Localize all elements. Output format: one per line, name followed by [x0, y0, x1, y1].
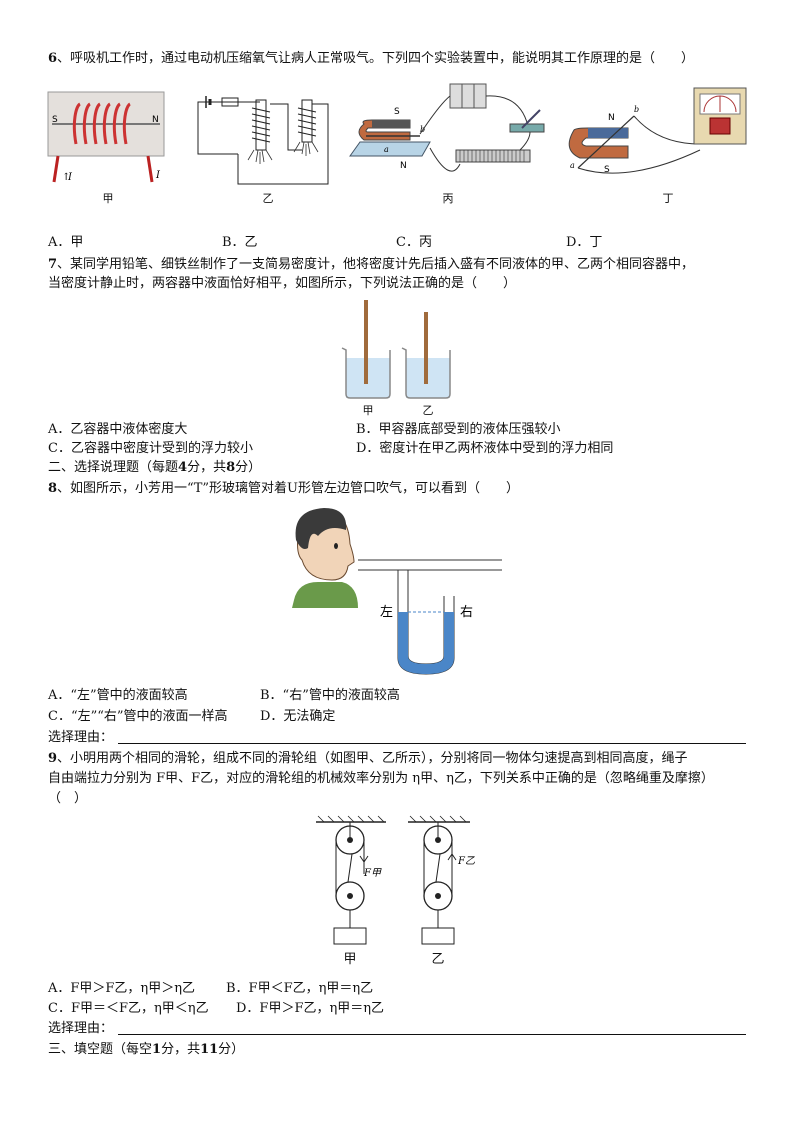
q8-left-label: 左 — [380, 605, 393, 620]
q6-option-c: C．丙 — [396, 235, 432, 250]
q8-reason-field[interactable] — [118, 743, 746, 744]
q6-caption-yi: 乙 — [262, 192, 274, 205]
q9-option-a: A．F甲＞F乙，η甲＞η乙 — [48, 981, 196, 996]
q7-stem-line2: 当密度计静止时，两容器中液面恰好相平，如图所示，下列说法正确的是（ ） — [48, 276, 517, 291]
q8-stem: 8、如图所示，小芳用一“T”形玻璃管对着U形管左边管口吹气，可以看到（ ） — [48, 480, 519, 498]
q6-figure-yi — [197, 96, 329, 185]
q6-ding-a: a — [570, 161, 575, 170]
section2-heading: 二、选择说理题（每题4分，共8分） — [48, 460, 262, 475]
q9-reason-field[interactable] — [118, 1034, 746, 1035]
q9-option-c: C．F甲＝＜F乙，η甲＜η乙 — [48, 1001, 209, 1016]
q6-caption-ding: 丁 — [662, 192, 674, 205]
q9-caption-yi: 乙 — [431, 952, 445, 967]
q9-force-yi: F乙 — [457, 856, 475, 867]
q7-stem-line1: 7、某同学用铅笔、细铁丝制作了一支简易密度计，他将密度计先后插入盛有不同液体的甲… — [48, 256, 694, 274]
q9-stem-line3: （ ） — [48, 791, 88, 806]
q6-ding-n: N — [608, 113, 615, 123]
q6-number: 6 — [48, 51, 58, 66]
q6-figure-ding: N S a b — [568, 87, 747, 175]
q7-option-a: A．乙容器中液体密度大 — [48, 422, 188, 437]
q6-ding-b: b — [634, 105, 639, 114]
q9-stem-line2: 自由端拉力分别为 F甲、F乙，对应的滑轮组的机械效率分别为 η甲、η乙，下列关系… — [48, 771, 714, 786]
q6-caption-jia: 甲 — [102, 192, 114, 205]
q6-figure-jia: S N ↑ I I — [47, 91, 165, 183]
q8-reason-label: 选择理由： — [48, 730, 114, 745]
q7-option-d: D．密度计在甲乙两杯液体中受到的浮力相同 — [356, 441, 614, 456]
q6-text: 、呼吸机工作时，通过电动机压缩氧气让病人正常吸气。下列四个实验装置中，能说明其工… — [57, 51, 695, 66]
q9-option-b: B．F甲＜F乙，η甲＝η乙 — [226, 981, 374, 996]
q6-stem: 6、呼吸机工作时，通过电动机压缩氧气让病人正常吸气。下列四个实验装置中，能说明其… — [48, 50, 694, 68]
q6-jia-n: N — [152, 115, 159, 125]
q6-bing-a: a — [384, 145, 389, 154]
q9-caption-jia: 甲 — [343, 952, 357, 967]
q8-number: 8 — [48, 481, 58, 496]
q9-reason-label: 选择理由： — [48, 1021, 114, 1036]
q7-option-b: B．甲容器底部受到的液体压强较小 — [356, 422, 561, 437]
q8-option-c: C．“左”“右”管中的液面一样高 — [48, 709, 228, 724]
q7-option-c: C．乙容器中密度计受到的浮力较小 — [48, 441, 253, 456]
q8-option-b: B．“右”管中的液面较高 — [260, 688, 400, 703]
q6-option-a: A．甲 — [48, 235, 84, 250]
q7-caption-jia: 甲 — [362, 404, 374, 417]
q6-option-d: D．丁 — [566, 235, 603, 250]
q9-text1: 、小明用两个相同的滑轮，组成不同的滑轮组（如图甲、乙所示），分别将同一物体匀速提… — [57, 751, 688, 766]
q6-figure-bing: S N a b — [349, 83, 545, 172]
q8-option-d: D．无法确定 — [260, 709, 336, 724]
q8-text: 、如图所示，小芳用一“T”形玻璃管对着U形管左边管口吹气，可以看到（ ） — [57, 481, 519, 496]
q7-text1: 、某同学用铅笔、细铁丝制作了一支简易密度计，他将密度计先后插入盛有不同液体的甲、… — [57, 257, 695, 272]
q6-jia-s: S — [52, 115, 58, 125]
q7-figure — [341, 300, 451, 399]
q8-figure: 左 右 — [292, 508, 502, 675]
q6-ding-s: S — [604, 165, 610, 175]
svg-text:↑: ↑ — [62, 172, 70, 183]
q7-number: 7 — [48, 257, 58, 272]
q9-option-d: D．F甲＞F乙，η甲＝η乙 — [236, 1001, 385, 1016]
q9-stem-line1: 9、小明用两个相同的滑轮，组成不同的滑轮组（如图甲、乙所示），分别将同一物体匀速… — [48, 750, 688, 768]
q6-caption-bing: 丙 — [442, 192, 454, 205]
q6-jia-i1: I — [67, 172, 73, 183]
q8-right-label: 右 — [460, 605, 473, 620]
q6-bing-n: N — [400, 161, 407, 171]
section3-heading: 三、填空题（每空1分，共11分） — [48, 1042, 245, 1057]
q9-number: 9 — [48, 751, 58, 766]
q6-option-b: B．乙 — [222, 235, 258, 250]
q8-option-a: A．“左”管中的液面较高 — [48, 688, 188, 703]
q9-force-jia: F甲 — [363, 868, 382, 879]
q7-caption-yi: 乙 — [422, 404, 434, 417]
q6-bing-s: S — [394, 107, 400, 117]
q6-jia-i2: I — [155, 170, 161, 181]
q9-figure: F甲 F乙 — [316, 815, 475, 945]
